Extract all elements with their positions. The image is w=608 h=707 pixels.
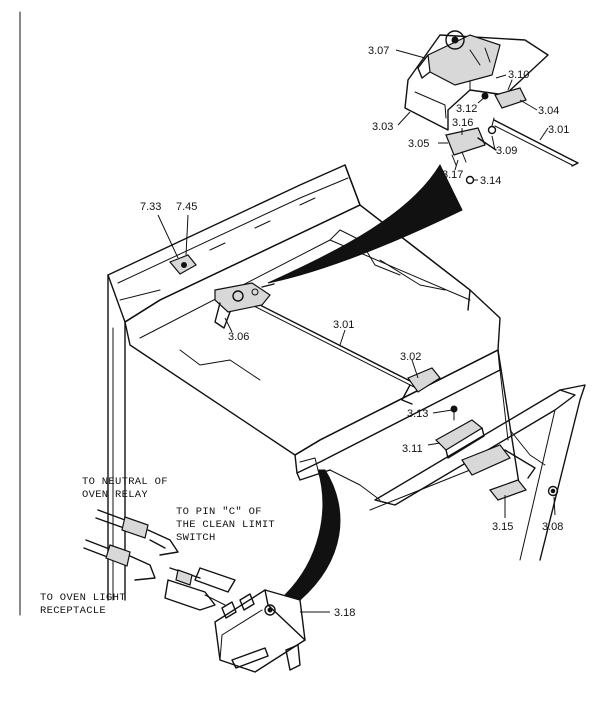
callout-3-01-mid: 3.01 <box>333 319 354 331</box>
wire-notes: TO NEUTRAL OF OVEN RELAY TO PIN "C" OF T… <box>40 476 275 617</box>
callout-3-13: 3.13 <box>407 408 428 420</box>
note-neutral-line1: TO NEUTRAL OF <box>82 476 168 488</box>
callout-3-17: 3.17 <box>442 169 463 181</box>
bracket-306 <box>214 282 275 329</box>
callout-3-06: 3.06 <box>228 331 249 343</box>
callout-3-11: 3.11 <box>402 443 423 455</box>
callout-7-33: 7.33 <box>140 201 161 213</box>
switch-assembly-exploded <box>404 30 579 185</box>
note-pinc-line2: THE CLEAN LIMIT <box>176 519 275 531</box>
note-light-line1: TO OVEN LIGHT <box>40 592 126 604</box>
callout-3-03: 3.03 <box>372 121 393 133</box>
callout-3-05: 3.05 <box>408 138 429 150</box>
callout-3-15: 3.15 <box>492 521 513 533</box>
callout-3-14: 3.14 <box>480 175 501 187</box>
console-switch-733 <box>169 254 197 275</box>
callout-3-01-top: 3.01 <box>548 124 569 136</box>
note-light-line2: RECEPTACLE <box>40 605 106 617</box>
callout-3-08: 3.08 <box>542 521 563 533</box>
wire-connectors <box>83 509 236 611</box>
callout-3-18: 3.18 <box>334 607 355 619</box>
detail-swoosh-top <box>267 163 463 284</box>
rod-301 <box>249 299 421 391</box>
callout-3-10: 3.10 <box>508 69 529 81</box>
callout-labels: 3.07 3.10 3.12 3.04 3.03 3.16 3.01 3.05 … <box>140 45 569 619</box>
callout-3-02: 3.02 <box>400 351 421 363</box>
callout-3-16: 3.16 <box>452 117 473 129</box>
callout-3-09: 3.09 <box>496 145 517 157</box>
detail-swoosh-bottom <box>284 469 341 601</box>
note-neutral-line2: OVEN RELAY <box>82 489 148 501</box>
callout-3-04: 3.04 <box>538 105 559 117</box>
note-pinc-line3: SWITCH <box>176 532 216 544</box>
note-pinc-line1: TO PIN "C" OF <box>176 506 262 518</box>
latch-311 <box>435 405 485 459</box>
range-cabinet <box>107 164 586 601</box>
callout-3-07: 3.07 <box>368 45 389 57</box>
terminal-block-318 <box>214 589 306 673</box>
leader-lines <box>157 49 556 613</box>
callout-3-12: 3.12 <box>456 103 477 115</box>
bracket-302 <box>401 367 441 405</box>
latch-bracket-315 <box>461 444 559 501</box>
callout-7-45: 7.45 <box>176 201 197 213</box>
